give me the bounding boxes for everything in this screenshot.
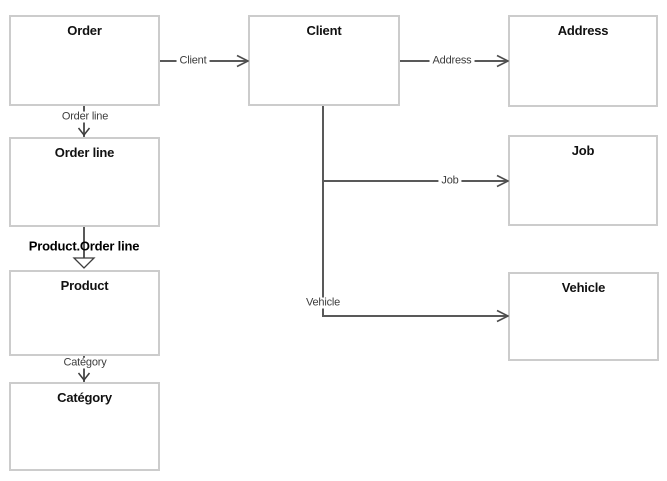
- node-job-title: Job: [571, 143, 595, 158]
- edge-order-orderline-arrowhead-icon: [77, 127, 91, 136]
- edge-client-trunk-line[interactable]: [322, 106, 324, 317]
- edge-client-job-arrowhead-icon: [496, 174, 509, 188]
- edge-client-job-line[interactable]: [322, 180, 508, 182]
- edge-client-address-arrowhead-icon: [496, 54, 509, 68]
- edge-client-vehicle-arrowhead-icon: [496, 309, 509, 323]
- edge-client-address-label[interactable]: Address: [429, 55, 475, 67]
- edge-client-job-label[interactable]: Job: [438, 175, 462, 187]
- edge-product-category-line[interactable]: [83, 356, 85, 382]
- node-order[interactable]: Order: [9, 15, 160, 106]
- edge-orderline-product-line[interactable]: [83, 227, 85, 258]
- edge-client-vehicle-line[interactable]: [322, 315, 508, 317]
- edge-orderline-product-label[interactable]: Product.Order line: [28, 238, 140, 254]
- edge-order-client-label[interactable]: Client: [176, 55, 210, 67]
- node-client[interactable]: Client: [248, 15, 400, 106]
- edge-orderline-product-triangle-icon: [72, 257, 96, 269]
- node-product[interactable]: Product: [9, 270, 160, 356]
- node-job[interactable]: Job: [508, 135, 658, 226]
- edge-product-category-label[interactable]: Catégory: [60, 357, 110, 369]
- edge-product-category-arrowhead-icon: [77, 372, 91, 381]
- node-client-title: Client: [306, 23, 342, 38]
- node-category-title: Catégory: [57, 390, 112, 405]
- edge-order-client-arrowhead-icon: [236, 54, 249, 68]
- node-product-title: Product: [60, 278, 109, 293]
- node-address[interactable]: Address: [508, 15, 658, 107]
- node-vehicle[interactable]: Vehicle: [508, 272, 659, 361]
- node-address-title: Address: [557, 23, 609, 38]
- edge-order-orderline-label[interactable]: Order line: [58, 111, 112, 123]
- node-category[interactable]: Catégory: [9, 382, 160, 471]
- node-order-title: Order: [67, 23, 102, 38]
- node-order-line[interactable]: Order line: [9, 137, 160, 227]
- node-order-line-title: Order line: [54, 145, 115, 160]
- node-vehicle-title: Vehicle: [561, 280, 606, 295]
- edge-client-vehicle-label[interactable]: Vehicle: [302, 297, 344, 309]
